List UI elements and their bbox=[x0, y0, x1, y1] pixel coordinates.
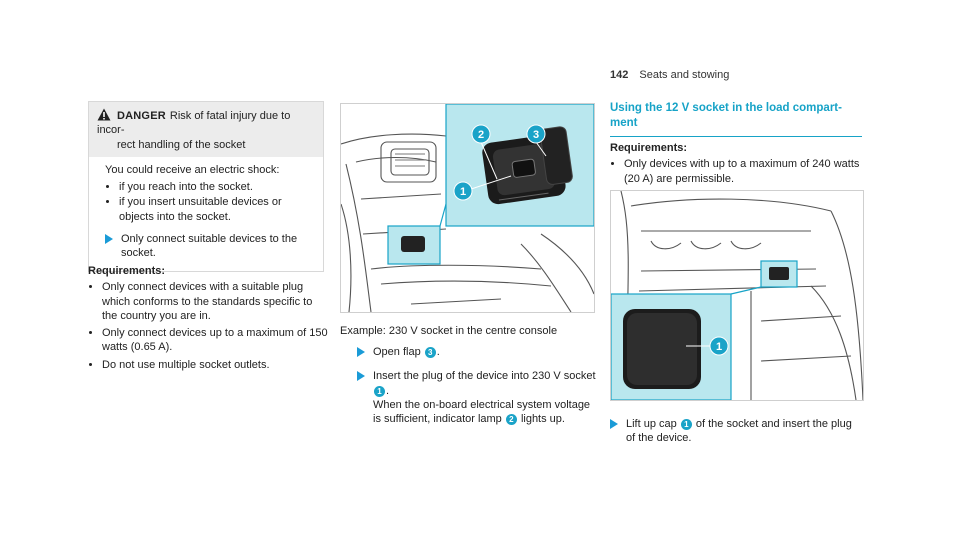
warning-triangle-icon bbox=[97, 108, 111, 121]
step-arrow-icon bbox=[610, 419, 618, 429]
step-text: Insert the plug of the device into 230 V… bbox=[373, 370, 596, 383]
requirements-list: Only connect devices with a suitable plu… bbox=[88, 280, 328, 372]
danger-label: DANGER bbox=[117, 110, 166, 122]
requirement-item: Only devices with up to a maximum of 240… bbox=[624, 157, 862, 186]
danger-bullet: if you reach into the socket. bbox=[119, 180, 313, 194]
danger-step: Only connect suitable devices to the soc… bbox=[105, 232, 313, 261]
figure1-badge-1: 1 bbox=[460, 186, 466, 198]
danger-body: You could receive an electric shock: if … bbox=[89, 157, 323, 271]
requirement-item: Only connect devices up to a maximum of … bbox=[102, 326, 328, 355]
centre-console-illustration: 2 3 1 bbox=[340, 103, 595, 313]
step-text: lights up. bbox=[520, 413, 565, 426]
steps-right: Lift up cap 1 of the socket and insert t… bbox=[610, 417, 862, 446]
requirements-list: Only devices with up to a maximum of 240… bbox=[610, 157, 862, 186]
figure-centre-console-socket: 2 3 1 bbox=[340, 103, 595, 313]
step-arrow-icon bbox=[357, 347, 365, 357]
step-text: Open flap bbox=[373, 346, 421, 358]
section-title-line1: Using the 12 V socket in the load compar… bbox=[610, 102, 842, 114]
requirements-right: Requirements: Only devices with up to a … bbox=[610, 141, 862, 189]
step-arrow-icon bbox=[105, 234, 113, 245]
step-text: Lift up cap bbox=[626, 418, 677, 430]
danger-text-1: Risk of fatal injury due to incor- bbox=[97, 110, 291, 137]
load-compartment-illustration: 1 bbox=[610, 190, 864, 401]
danger-bullets: if you reach into the socket. if you ins… bbox=[105, 180, 313, 224]
step-arrow-icon bbox=[357, 371, 365, 382]
figure1-caption: Example: 230 V socket in the centre cons… bbox=[340, 325, 558, 337]
step-text: of the socket and insert the plug of the… bbox=[626, 418, 852, 445]
section-title: Using the 12 V socket in the load compar… bbox=[610, 101, 862, 137]
step-lift-cap: Lift up cap 1 of the socket and insert t… bbox=[610, 417, 862, 446]
danger-step-text: Only connect suitable devices to the soc… bbox=[121, 233, 298, 260]
page-header: 142 Seats and stowing bbox=[610, 68, 729, 82]
ref-badge: 3 bbox=[424, 347, 436, 358]
section-name: Seats and stowing bbox=[639, 69, 730, 81]
section-title-line2: ment bbox=[610, 116, 638, 129]
ref-badge: 2 bbox=[505, 414, 517, 426]
danger-bullet: if you insert unsuitable devices or obje… bbox=[119, 195, 313, 224]
figure-load-compartment-socket: 1 bbox=[610, 190, 864, 401]
ref-badge: 1 bbox=[374, 385, 385, 397]
requirement-item: Only connect devices with a suitable plu… bbox=[102, 280, 328, 323]
steps-middle: Open flap 3. Insert the plug of the devi… bbox=[357, 345, 597, 436]
requirements-title: Requirements: bbox=[88, 265, 166, 277]
step-insert-plug: Insert the plug of the device into 230 V… bbox=[357, 369, 597, 426]
step-text: When the on-board electrical system volt… bbox=[373, 398, 591, 426]
page-number: 142 bbox=[610, 69, 629, 81]
requirements-left: Requirements: Only connect devices with … bbox=[88, 264, 328, 375]
danger-text-2: rect handling of the socket bbox=[117, 138, 246, 151]
requirement-item: Do not use multiple socket outlets. bbox=[102, 358, 328, 372]
step-open-flap: Open flap 3. bbox=[357, 345, 597, 359]
ref-badge: 1 bbox=[680, 419, 692, 430]
figure1-badge-2: 2 bbox=[478, 129, 484, 141]
requirements-title: Requirements: bbox=[610, 142, 688, 154]
figure2-badge-1: 1 bbox=[716, 341, 722, 353]
figure1-badge-3: 3 bbox=[533, 129, 539, 141]
danger-intro: You could receive an electric shock: bbox=[105, 163, 280, 176]
